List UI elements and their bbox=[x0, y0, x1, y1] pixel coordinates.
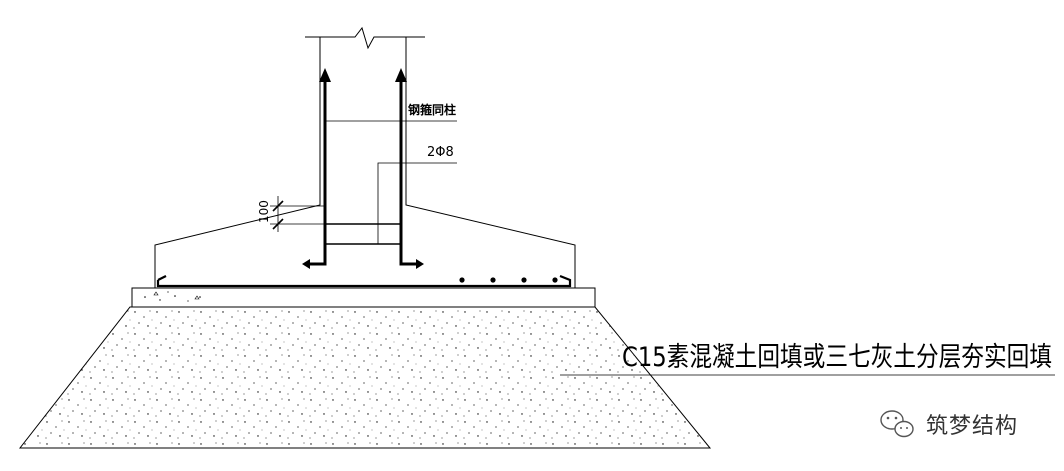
footing-outline-right bbox=[405, 37, 576, 288]
leader-bar-spec bbox=[377, 162, 457, 244]
bottom-rebar bbox=[156, 274, 572, 288]
wechat-icon bbox=[880, 410, 914, 438]
watermark-brand: 筑梦结构 bbox=[926, 414, 1019, 439]
bar-spec-label: 2Φ8 bbox=[427, 145, 454, 160]
rebar-dots bbox=[459, 277, 558, 283]
column-break-line bbox=[305, 26, 425, 50]
stirrup-note-label: 钢箍同柱 bbox=[408, 102, 456, 117]
column-rebar-right bbox=[399, 78, 420, 266]
dim-spacing-label: 100 bbox=[257, 200, 271, 223]
fill-note-label: C15素混凝土回填或三七灰土分层夯实回填 bbox=[622, 342, 1052, 373]
footing-outline bbox=[154, 37, 321, 288]
column-rebar-left bbox=[306, 78, 327, 266]
backfill-trapezoid bbox=[18, 306, 712, 449]
blinding-layer bbox=[131, 287, 596, 308]
blinding-speckle bbox=[144, 291, 201, 302]
